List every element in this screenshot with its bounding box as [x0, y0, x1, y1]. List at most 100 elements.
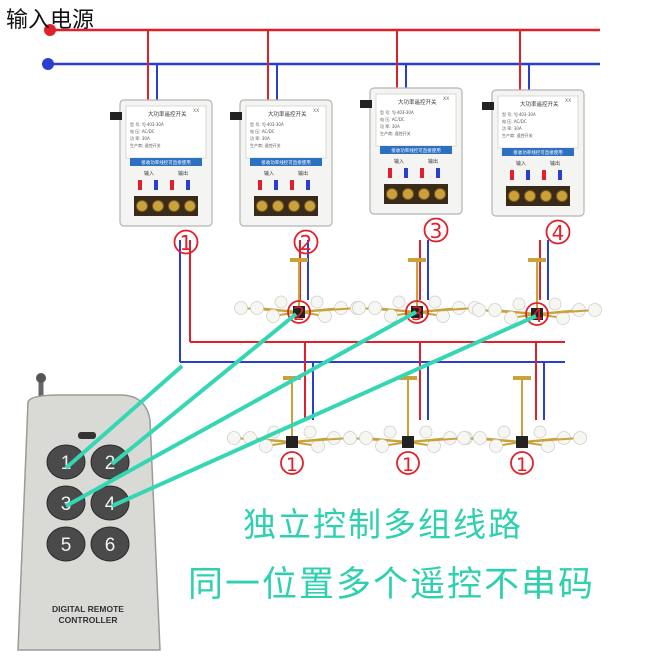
remote-link-lines [64, 310, 537, 508]
remote-button[interactable]: 3 [46, 485, 86, 521]
remote-button-label: 1 [61, 453, 72, 474]
channel-circle [173, 229, 199, 255]
neutral-terminal-dot [42, 58, 54, 70]
receiver-channel-number: 4 [552, 221, 565, 245]
lamp-channel-number: 3 [411, 303, 423, 325]
remote-label-line2: CONTROLLER [58, 615, 117, 625]
lamp-channel-number: 2 [293, 303, 305, 325]
receiver-channel-number: 2 [300, 231, 313, 255]
live-terminal-dot [44, 24, 56, 36]
receiver-spec-line: 功 率: 30A [130, 135, 150, 141]
port-in-label: 输入 [516, 160, 526, 167]
receiver-notice-bar [502, 148, 574, 156]
terminal-block [506, 186, 570, 206]
lamp-channel-circle [510, 451, 534, 475]
receiver-spec-line: 生产商: 遥控开关 [380, 130, 411, 136]
power-lines [42, 24, 600, 70]
channel-circle [423, 217, 449, 243]
lamp-channel-circle [287, 300, 311, 324]
receiver-badge: XX [565, 98, 571, 104]
receiver-spec-line: 功 率: 30A [502, 125, 522, 131]
channel-circle [545, 219, 571, 245]
receiver-notice: 接收功率线控可直接使用 [261, 159, 311, 166]
remote-button[interactable]: 4 [90, 485, 130, 521]
remote-label-line1: DIGITAL REMOTE [52, 604, 124, 614]
chandelier-lamp: 3 [352, 258, 482, 325]
terminal-block [384, 184, 448, 204]
remote-button-label: 4 [105, 494, 116, 515]
port-out-label: 输出 [550, 160, 560, 167]
remote-button-label: 6 [105, 535, 116, 556]
remote-button-label: 2 [105, 453, 116, 474]
receiver-notice-bar [130, 158, 202, 166]
receiver-header: 大功率遥控开关 [398, 98, 437, 106]
link-button2-ch2 [110, 312, 298, 466]
receiver-notice-bar [250, 158, 322, 166]
chandelier-lamp: 4 [472, 258, 602, 327]
slogan-line-1: 独立控制多组线路 [243, 505, 523, 544]
receiver-channel-number: 1 [180, 231, 193, 255]
receiver-spec-line: 生产商: 遥控开关 [130, 142, 161, 148]
receiver-spec-line: 生产商: 遥控开关 [250, 142, 281, 148]
antenna-lead [360, 100, 372, 108]
channel-circle [293, 229, 319, 255]
receiver-spec-line: 型 号: YJ-403-30A [380, 109, 414, 115]
power-input-title: 输入电源 [6, 8, 95, 33]
chandelier-lamp: 1 [343, 376, 473, 476]
receiver-spec-line: 电 压: AC/DC [380, 116, 405, 122]
receiver-spec-line: 电 压: AC/DC [250, 128, 275, 134]
receiver-notice: 接收功率线控可直接使用 [141, 159, 191, 166]
antenna-lead [230, 112, 242, 120]
terminal-block [134, 196, 198, 216]
receiver-notice: 接收功率线控可直接使用 [391, 147, 441, 154]
remote-button[interactable]: 2 [90, 444, 130, 480]
port-out-label: 输出 [298, 170, 308, 177]
remote-antenna-tip [36, 373, 46, 383]
channel-1-bus [179, 240, 565, 420]
antenna-lead [110, 112, 122, 120]
lamp-channel-circle [396, 451, 420, 475]
remote-button-pad: 1 234 5 6 [46, 444, 130, 562]
link-button3-ch3 [65, 310, 417, 508]
port-out-label: 输出 [178, 170, 188, 177]
receiver-notice-bar [380, 146, 452, 154]
receiver-header: 大功率遥控开关 [520, 100, 559, 108]
slogan-line-2: 同一位置多个遥控不串码 [188, 565, 596, 605]
lamp-channel-number: 1 [402, 454, 414, 476]
receiver-spec-line: 型 号: YJ-403-30A [250, 121, 284, 127]
remote-indicator [78, 432, 96, 439]
supply-drops [147, 30, 530, 102]
link-button1-ch1 [64, 364, 184, 470]
receiver-spec-line: 电 压: AC/DC [130, 128, 155, 134]
receiver-spec-line: 型 号: YJ-403-30A [130, 121, 164, 127]
receiver-header: 大功率遥控开关 [268, 110, 307, 118]
receiver-spec-line: 电 压: AC/DC [502, 118, 527, 124]
receiver-badge: XX [443, 96, 449, 102]
channel-outputs [299, 240, 549, 300]
lamp-channel-circle [405, 300, 429, 324]
receiver-spec-line: 功 率: 30A [250, 135, 270, 141]
receiver-header: 大功率遥控开关 [148, 110, 187, 118]
receiver-channel-number: 3 [430, 219, 443, 243]
receiver-notice: 接收功率线控可直接使用 [513, 149, 563, 156]
remote-button[interactable]: 1 [46, 444, 86, 480]
lamp-channel-number: 1 [516, 454, 528, 476]
remote-button-label: 5 [61, 535, 72, 556]
receiver-spec-line: 型 号: YJ-403-30A [502, 111, 536, 117]
remote-button[interactable]: 6 [90, 526, 130, 562]
antenna-lead [482, 102, 494, 110]
port-in-label: 输入 [264, 170, 274, 177]
remote-button[interactable]: 5 [46, 526, 86, 562]
port-out-label: 输出 [428, 158, 438, 165]
remote-control: 1 234 5 6 DIGITAL REMOTE CONTROLLER [17, 373, 161, 651]
receiver-badge: XX [193, 108, 199, 114]
port-in-label: 输入 [144, 170, 154, 177]
lamp-channel-number: 4 [531, 305, 543, 327]
chandelier-lamp: 2 [234, 258, 364, 325]
